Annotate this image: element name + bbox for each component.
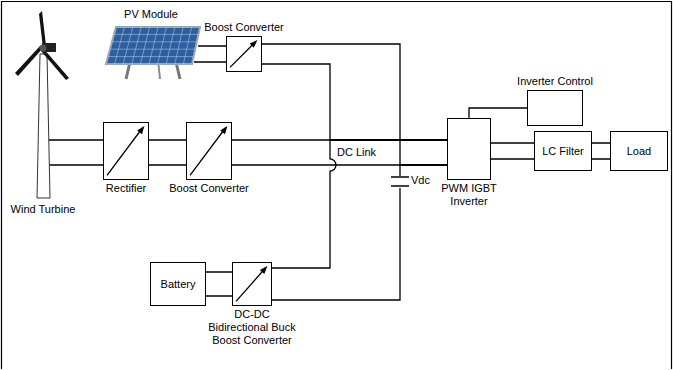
node-label: Boost Converter — [169, 182, 248, 195]
inverter-box: PWM IGBT Inverter — [447, 118, 491, 180]
converter-diagonal — [236, 268, 265, 301]
power-connector — [232, 140, 447, 165]
power-connector — [194, 46, 226, 62]
converter-diagonal — [107, 128, 142, 175]
converter-diagonal — [230, 42, 255, 67]
converter-arrowhead — [137, 126, 144, 134]
converter-arrowhead — [220, 126, 227, 134]
node-label: Rectifier — [106, 182, 146, 195]
node-label: Inverter Control — [517, 75, 593, 88]
battery-box: Battery — [150, 262, 206, 306]
boost-converter: Boost Converter — [186, 122, 232, 180]
converter-symbol — [227, 37, 261, 71]
node-label: LC Filter — [538, 145, 588, 158]
power-connector — [592, 143, 610, 159]
turbine-blade — [15, 46, 43, 76]
turbine-hub — [40, 45, 47, 52]
turbine-tower — [37, 54, 50, 198]
node-label: DC-DC Bidirectional Buck Boost Converter — [204, 308, 300, 347]
wind-turbine-illustration — [12, 10, 74, 200]
capacitor-plate — [391, 185, 409, 187]
bidirectional-converter: DC-DC Bidirectional Buck Boost Converter — [232, 262, 272, 306]
node-label: PWM IGBT Inverter — [438, 182, 500, 208]
power-connector — [469, 108, 527, 118]
pv-module: PV Module — [100, 24, 202, 80]
panel-surface — [106, 27, 200, 64]
power-connector — [206, 272, 232, 296]
control-box: Inverter Control — [527, 90, 583, 126]
node-label: PV Module — [124, 8, 178, 21]
load-box: Load — [610, 131, 668, 171]
power-connector — [491, 143, 534, 159]
node-label: Load — [623, 145, 655, 158]
boost-converter: Boost Converter — [226, 36, 262, 72]
turbine-blade — [41, 48, 69, 80]
converter-symbol — [233, 263, 271, 305]
converter-symbol — [187, 123, 231, 179]
node-label: Boost Converter — [204, 21, 283, 34]
turbine-blade — [39, 11, 46, 48]
pv-panel-illustration — [100, 24, 202, 80]
wind-turbine: Wind Turbine — [12, 10, 74, 200]
panel-grid — [108, 27, 198, 64]
converter-arrowhead — [250, 40, 258, 48]
rectifier: Rectifier — [103, 122, 149, 180]
capacitor-plate — [391, 176, 409, 178]
voltage-label: Vdc — [410, 174, 431, 187]
node-label: Battery — [157, 278, 200, 291]
power-connector — [149, 140, 186, 165]
filter-box: LC Filter — [534, 131, 592, 171]
node-label: Wind Turbine — [11, 203, 76, 216]
converter-symbol — [104, 123, 148, 179]
converter-diagonal — [190, 128, 225, 175]
power-connector — [262, 44, 447, 165]
converter-arrowhead — [260, 266, 268, 274]
bus-label: DC Link — [336, 146, 377, 159]
capacitor-gap — [390, 176, 410, 188]
power-connector — [272, 140, 447, 300]
